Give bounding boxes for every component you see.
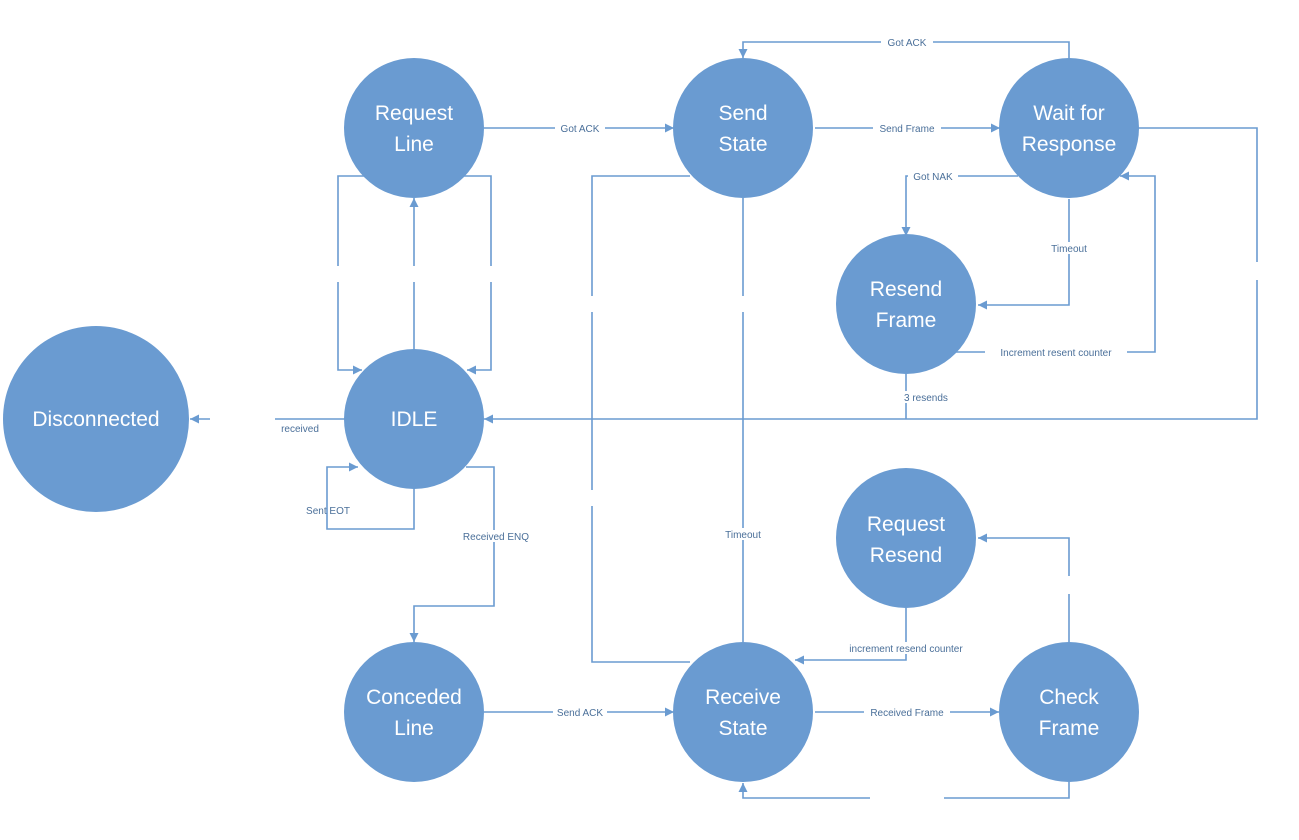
edge-labels: Got ACK Send Frame Got ACK Got NAK Timeo… xyxy=(281,36,1127,719)
edge-request-to-idle-right xyxy=(464,175,492,375)
label-received: received xyxy=(281,424,319,435)
node-request-line: Request Line xyxy=(344,58,484,198)
edge-increment-resend xyxy=(795,608,907,665)
label-increment-resent: Increment resent counter xyxy=(1000,348,1112,359)
label-got-nak: Got NAK xyxy=(913,172,953,183)
label-increment-resend: increment resend counter xyxy=(849,644,963,655)
edge-send-receive-loop xyxy=(591,175,690,663)
edge-received-enq xyxy=(409,466,495,642)
node-request-resend: Request Resend xyxy=(836,468,976,608)
label-timeout-receive: Timeout xyxy=(725,530,761,541)
node-check-frame-label-1: Check xyxy=(1039,686,1099,709)
edge-increment-resent xyxy=(955,171,1156,353)
node-idle: IDLE xyxy=(344,349,484,489)
label-timeout-wait: Timeout xyxy=(1051,244,1087,255)
label-got-ack-top: Got ACK xyxy=(888,38,927,49)
node-receive-state: Receive State xyxy=(673,642,813,782)
edge-sent-eot xyxy=(326,462,415,530)
node-idle-label: IDLE xyxy=(391,408,438,431)
edge-timeout-wait xyxy=(978,199,1070,310)
node-conceded-line-label-2: Line xyxy=(394,717,434,740)
node-resend-frame: Resend Frame xyxy=(836,234,976,374)
node-resend-frame-label-2: Frame xyxy=(876,309,937,332)
label-received-enq: Received ENQ xyxy=(463,532,529,543)
node-wait-for-response: Wait for Response xyxy=(999,58,1139,198)
node-receive-state-label-2: State xyxy=(718,717,767,740)
node-send-state: Send State xyxy=(673,58,813,198)
node-disconnected-label: Disconnected xyxy=(32,408,159,431)
node-request-resend-label-1: Request xyxy=(867,513,945,536)
node-conceded-line-label-1: Conceded xyxy=(366,686,462,709)
node-send-state-label-1: Send xyxy=(718,102,767,125)
node-conceded-line: Conceded Line xyxy=(344,642,484,782)
node-receive-state-label-1: Receive xyxy=(705,686,781,709)
label-send-ack: Send ACK xyxy=(557,708,603,719)
label-received-frame: Received Frame xyxy=(870,708,944,719)
node-request-resend-label-2: Resend xyxy=(870,544,942,567)
label-got-ack-request-send: Got ACK xyxy=(561,124,600,135)
edge-request-to-idle-left xyxy=(337,175,365,375)
label-three-resends: 3 resends xyxy=(904,393,948,404)
edge-check-to-request-resend xyxy=(978,533,1070,642)
node-wait-for-response-label-2: Response xyxy=(1022,133,1117,156)
node-request-line-label-2: Line xyxy=(394,133,434,156)
node-check-frame: Check Frame xyxy=(999,642,1139,782)
edge-got-nak xyxy=(901,175,1018,236)
node-request-line-label-1: Request xyxy=(375,102,453,125)
node-send-state-label-2: State xyxy=(718,133,767,156)
node-wait-for-response-label-1: Wait for xyxy=(1033,102,1105,125)
node-check-frame-label-2: Frame xyxy=(1039,717,1100,740)
label-send-frame: Send Frame xyxy=(879,124,934,135)
node-disconnected: Disconnected xyxy=(3,326,189,512)
node-resend-frame-label-1: Resend xyxy=(870,278,942,301)
label-sent-eot: Sent EOT xyxy=(306,506,350,517)
